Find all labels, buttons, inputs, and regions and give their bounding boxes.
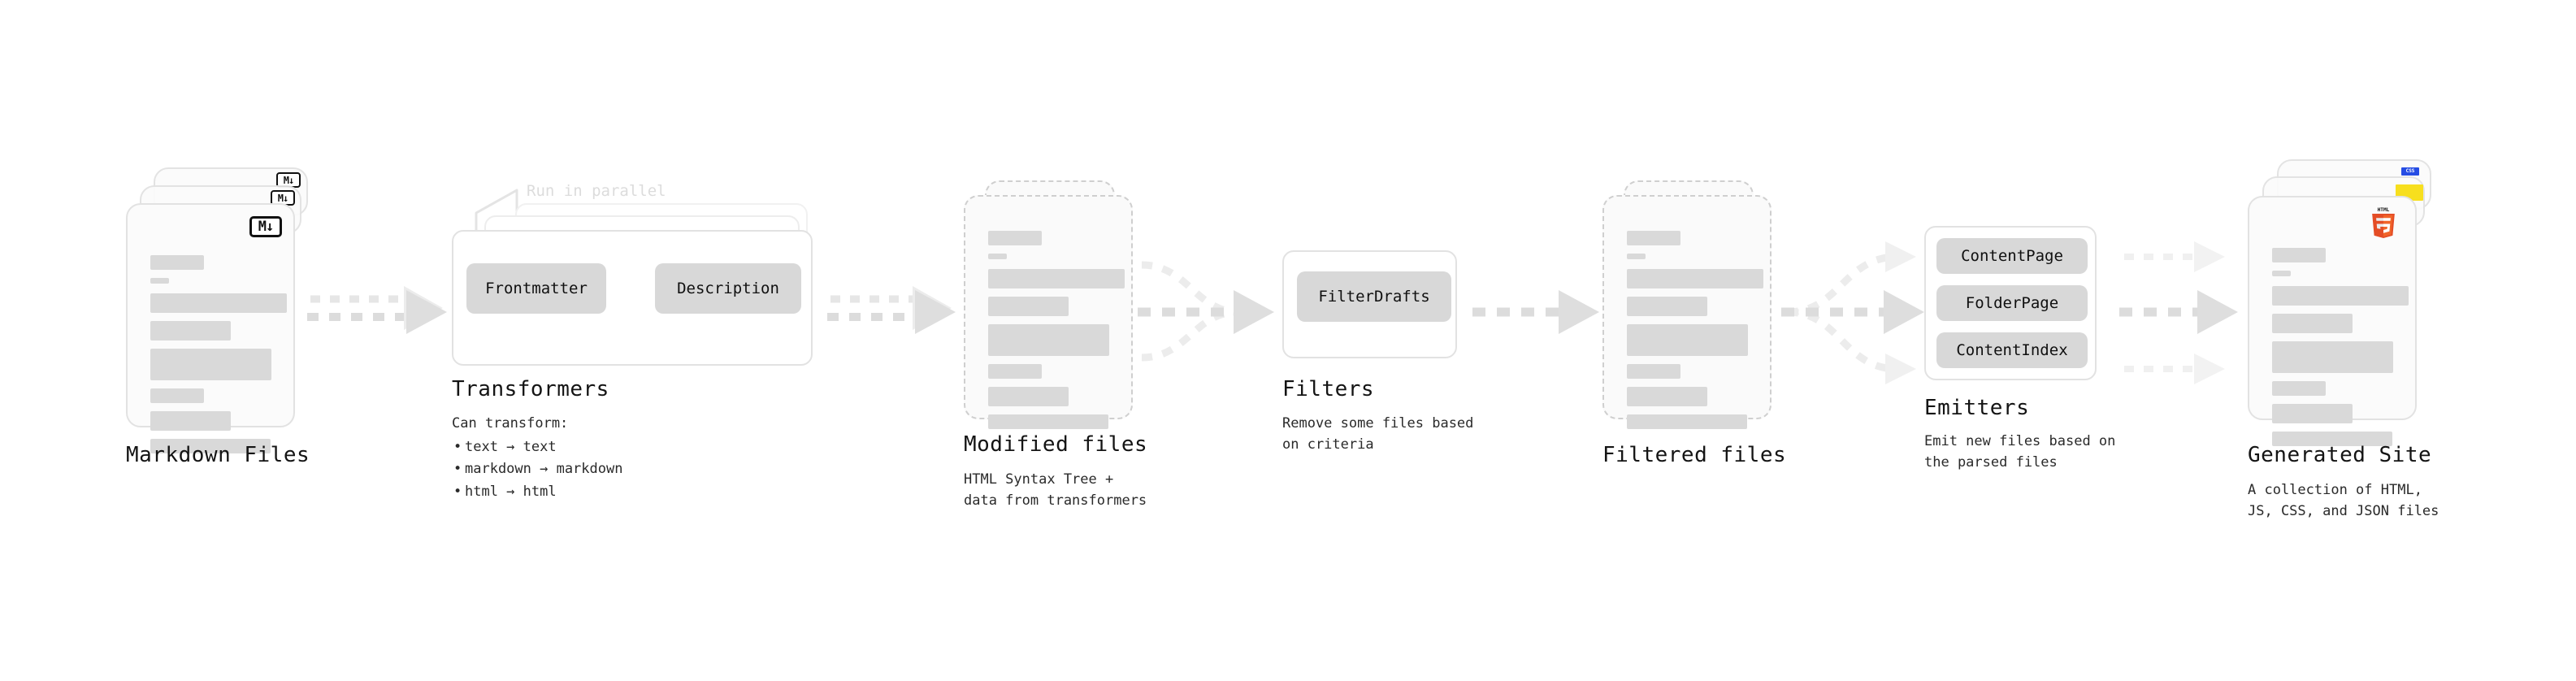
transformers-bullets: Can transform: text → text markdown → ma… [452,413,622,503]
run-in-parallel-label: Run in parallel [527,182,666,200]
content-bar [1627,297,1707,316]
content-bar [988,297,1069,316]
content-bar [2272,248,2326,262]
stage-transformers: Frontmatter Description [452,203,834,366]
emitter-chip-folderpage[interactable]: FolderPage [1936,285,2088,321]
stage-markdown-files: M↓ M↓ M↓ [126,167,313,453]
connector-transformers-to-modified [827,286,956,334]
content-bar [150,321,231,340]
content-bar [2272,271,2291,276]
stage-subtitle-filters: Remove some files based on criteria [1282,415,1474,453]
content-bar [2272,286,2409,306]
connector-modified-to-filters [1138,261,1274,362]
content-bar [150,349,271,380]
filter-chip-filterdrafts[interactable]: FilterDrafts [1297,271,1451,322]
transformers-bullet-item: markdown → markdown [452,458,622,481]
stage-filtered-files [1602,180,1789,429]
stage-filters[interactable]: FilterDrafts [1282,250,1457,358]
connector-filtered-to-emitters [1781,241,1924,384]
content-bar [150,439,271,453]
stage-title-markdown-files: Markdown Files [126,443,310,467]
svg-text:HTML: HTML [2378,207,2390,213]
transformer-chip-description[interactable]: Description [655,263,801,314]
content-bar [1627,387,1707,406]
stage-title-filters: Filters [1282,377,1375,401]
stage-title-transformers: Transformers [452,377,609,401]
content-bar [988,254,1007,259]
content-bar [2272,314,2353,333]
transformer-chip-frontmatter[interactable]: Frontmatter [466,263,606,314]
modified-page-front[interactable] [964,195,1133,429]
emitter-chip-contentindex[interactable]: ContentIndex [1936,332,2088,368]
content-bar [988,387,1069,406]
html5-icon: HTML [2370,206,2397,238]
content-bar [988,231,1042,245]
content-bar [2272,432,2392,446]
stage-title-modified-files: Modified files [964,432,1148,457]
site-page-front[interactable]: HTML [2248,196,2417,446]
content-bar [1627,414,1747,429]
content-bar [150,411,231,431]
stage-generated-site: CSS HTML [2248,159,2443,446]
stage-title-emitters: Emitters [1924,396,2030,420]
site-content-bars [2272,248,2409,454]
content-bar [988,414,1108,429]
content-bar [2272,404,2353,423]
connector-filters-to-filtered [1472,290,1599,334]
content-bar [150,278,169,284]
transformer-card-front[interactable]: Frontmatter Description [452,230,813,366]
content-bar [2272,341,2393,373]
content-bar [988,364,1042,379]
markdown-page-front[interactable]: M↓ [126,203,295,453]
css-icon-label: CSS [2405,168,2415,174]
markdown-icon: M↓ [249,216,282,237]
modified-content-bars [988,231,1125,437]
content-bar [1627,324,1748,356]
emitter-chip-contentpage[interactable]: ContentPage [1936,238,2088,274]
stage-subtitle-generated-site: A collection of HTML, JS, CSS, and JSON … [2248,482,2439,520]
filtered-content-bars [1627,231,1763,437]
content-bar [1627,254,1646,259]
stage-emitters[interactable]: ContentPage FolderPage ContentIndex [1924,226,2097,380]
stage-modified-files [964,180,1151,429]
markdown-content-bars [150,255,287,462]
stage-subtitle-modified-files: HTML Syntax Tree + data from transformer… [964,471,1147,510]
transformers-bullet-item: text → text [452,436,622,459]
content-bar [1627,364,1680,379]
stage-title-filtered-files: Filtered files [1602,443,1787,467]
connector-markdown-to-transformers [307,286,447,334]
content-bar [150,293,287,313]
filtered-page-front[interactable] [1602,195,1772,429]
content-bar [2272,381,2326,396]
content-bar [1627,269,1763,288]
css-icon: CSS [2401,167,2419,176]
content-bar [988,269,1125,288]
connector-emitters-to-site [2119,241,2238,384]
transformers-bullets-lead: Can transform: [452,415,569,432]
stage-title-generated-site: Generated Site [2248,443,2432,467]
content-bar [150,255,204,270]
content-bar [988,324,1109,356]
content-bar [1627,231,1680,245]
stage-subtitle-emitters: Emit new files based on the parsed files [1924,433,2116,471]
content-bar [150,388,204,403]
html5-icon-svg: HTML [2372,207,2395,238]
transformers-bullet-item: html → html [452,481,622,504]
